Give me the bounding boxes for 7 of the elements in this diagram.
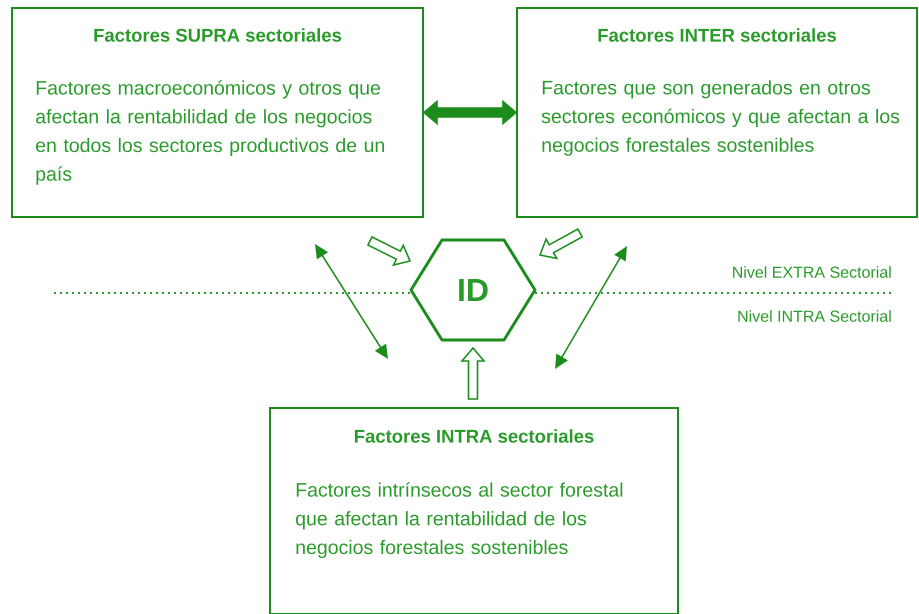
level-label: Nivel EXTRA Sectorial xyxy=(733,266,891,278)
text-box: Factores INTER sectoriales Factores que son generados en otros sectores económicos y que afectan a los negocios forestales sostenibles xyxy=(516,7,918,218)
text-box: Factores SUPRA sectoriales Factores macroeconómicos y otros que afectan la rentabilidad de los negocios en todos los sectores productivos de un país xyxy=(11,7,424,218)
hollow-arrow xyxy=(460,346,486,400)
level-label: Nivel INTRA Sectorial xyxy=(738,310,891,322)
hexagon: ID xyxy=(410,238,536,342)
text-box: Factores INTRA sectoriales Factores intrínsecos al sector forestal que afectan la rentabilidad de los negocios forestales sostenibles xyxy=(269,407,679,614)
